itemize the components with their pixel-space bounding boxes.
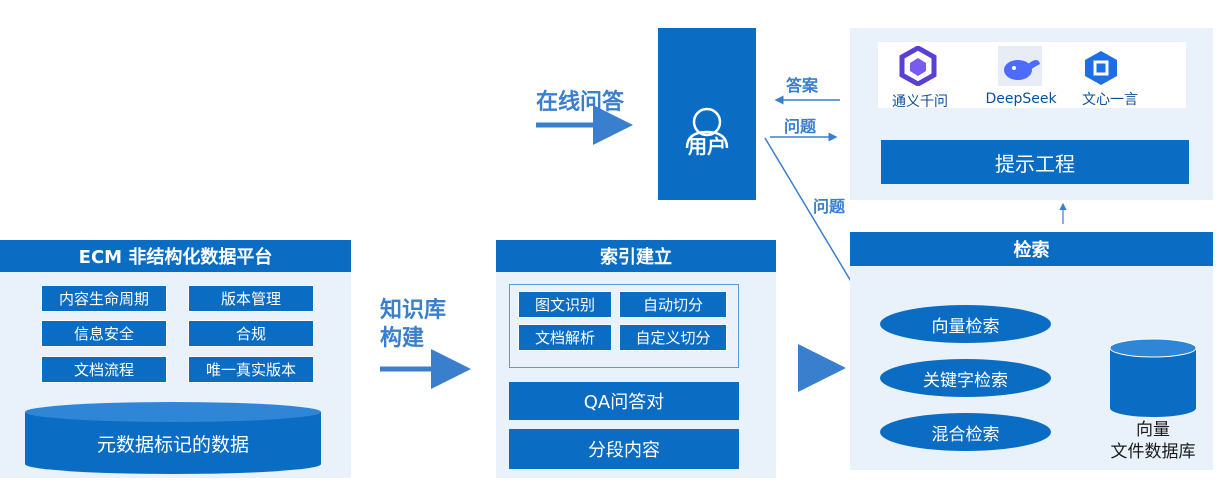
ecm-feature-security: 信息安全 bbox=[41, 320, 167, 347]
metadata-label: 元数据标记的数据 bbox=[96, 434, 249, 456]
hybrid-search-oval: 混合检索 bbox=[880, 413, 1051, 451]
ecm-feature-compliance: 合规 bbox=[188, 320, 314, 347]
online-qa-label: 在线问答 bbox=[536, 90, 625, 115]
answer-label: 答案 bbox=[786, 76, 819, 95]
tongyi-qianwen-icon bbox=[899, 46, 937, 86]
question-label: 问题 bbox=[784, 117, 817, 136]
user-icon bbox=[685, 107, 729, 148]
index-tools-group bbox=[509, 284, 739, 368]
question-to-retrieval-label: 问题 bbox=[813, 197, 846, 216]
vector-search-oval: 向量检索 bbox=[880, 305, 1051, 343]
user-label: 用户 bbox=[687, 136, 726, 158]
knowledge-build-label-line2: 构建 bbox=[380, 326, 425, 351]
retrieval-title: 检索 bbox=[850, 232, 1213, 266]
index-tool-ocr: 图文识别 bbox=[518, 291, 612, 318]
ecm-feature-workflow: 文档流程 bbox=[41, 356, 167, 383]
question-to-retrieval-arrow bbox=[764, 137, 862, 300]
tongyi-qianwen-label: 通义千问 bbox=[892, 94, 948, 110]
index-tool-custom-split: 自定义切分 bbox=[619, 324, 727, 351]
ecm-feature-lifecycle: 内容生命周期 bbox=[41, 285, 167, 312]
prompt-engineering-box: 提示工程 bbox=[881, 140, 1189, 184]
keyword-search-oval: 关键字检索 bbox=[880, 359, 1051, 397]
wenxin-yiyan-icon bbox=[1085, 51, 1117, 85]
segments-box: 分段内容 bbox=[509, 429, 739, 469]
vector-db-label-line1: 向量 bbox=[1136, 420, 1170, 440]
index-title: 索引建立 bbox=[496, 240, 776, 272]
deepseek-label: DeepSeek bbox=[985, 91, 1057, 107]
knowledge-build-label-line1: 知识库 bbox=[380, 298, 447, 323]
metadata-cylinder bbox=[25, 402, 321, 474]
deepseek-whale-icon bbox=[998, 46, 1042, 86]
qa-pairs-box: QA问答对 bbox=[509, 382, 739, 420]
ecm-title: ECM 非结构化数据平台 bbox=[0, 240, 351, 272]
user-node: 用户 bbox=[658, 28, 756, 200]
wenxin-yiyan-label: 文心一言 bbox=[1082, 92, 1138, 108]
ecm-feature-versioning: 版本管理 bbox=[188, 285, 314, 312]
index-tool-doc-parse: 文档解析 bbox=[518, 324, 612, 351]
vector-db-label-line2: 文件数据库 bbox=[1110, 442, 1196, 462]
index-tool-auto-split: 自动切分 bbox=[619, 291, 727, 318]
ecm-feature-single-source: 唯一真实版本 bbox=[188, 356, 314, 383]
vector-database-icon bbox=[1109, 338, 1197, 417]
